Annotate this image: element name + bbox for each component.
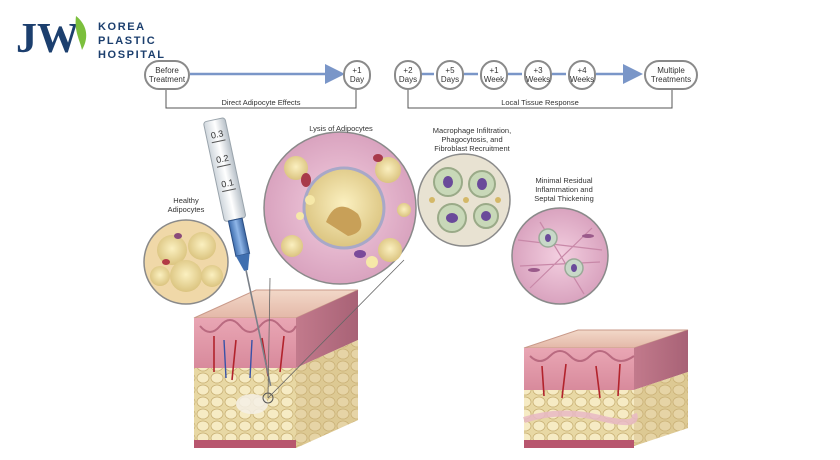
leaf-icon (75, 16, 87, 50)
syringe-mark-03: 0.3 (210, 128, 224, 140)
logo-line-korea: KOREA (98, 21, 146, 33)
bracket-local (407, 90, 673, 109)
syringe-icon: 0.3 0.2 0.1 (203, 117, 272, 387)
jw-logo-icon: JW (16, 16, 87, 62)
syringe-mark-02: 0.2 (215, 153, 229, 165)
label-lysis: Lysis of Adipocytes (309, 124, 373, 133)
healthy-adipocytes-circle (143, 219, 229, 305)
logo-line-plastic: PLASTIC (98, 35, 157, 47)
syringe-mark-01: 0.1 (220, 177, 234, 189)
bracket-direct (165, 90, 357, 109)
skin-block-after (523, 329, 689, 448)
logo-text: KOREA PLASTIC HOSPITAL (98, 20, 166, 62)
logo-monogram: JW (16, 16, 79, 62)
caption-local-response: Local Tissue Response (501, 98, 579, 107)
label-macrophage: Macrophage Infiltration,Phagocytosis, an… (432, 126, 512, 153)
macrophage-circle (417, 153, 511, 247)
zoom-line-right (267, 259, 405, 399)
lysis-circle (263, 131, 417, 285)
timeline-connectors (165, 64, 673, 109)
hospital-logo[interactable]: JW KOREA PLASTIC HOSPITAL (14, 10, 184, 62)
residual-inflammation-circle (511, 207, 609, 305)
caption-direct-effects: Direct Adipocyte Effects (221, 98, 301, 107)
logo-line-hospital: HOSPITAL (98, 49, 166, 61)
zoom-line-left (267, 277, 271, 399)
skin-block-before (193, 289, 359, 448)
